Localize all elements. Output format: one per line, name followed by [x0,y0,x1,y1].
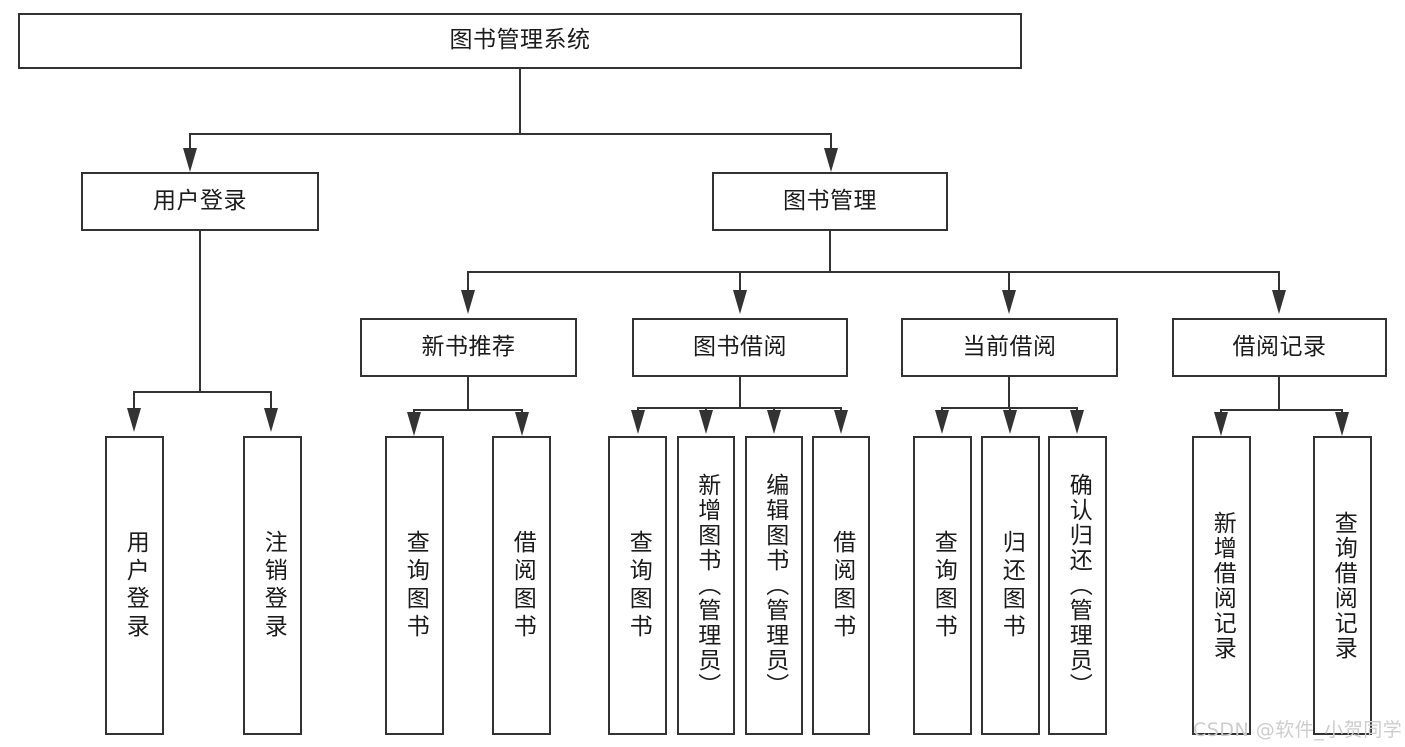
leaf-query-borrow-record[interactable]: 查询借阅记录 [1313,436,1372,735]
node-label: 查询图书 [625,529,652,642]
connector-root-to-user-login [189,133,191,151]
arrow-book-borrow-leaf-4 [834,410,848,434]
arrow-book-manage-to-current-borrow [1002,290,1016,314]
arrow-book-manage-to-borrow-book [733,290,747,314]
node-label: 借阅图书 [509,529,536,642]
arrow-new-book-leaf-1 [407,412,421,436]
arrow-current-borrow-leaf-1 [935,410,949,434]
node-label: 新书推荐 [421,333,516,360]
node-label: 确认归还（管理员） [1065,473,1092,698]
node-label: 当前借阅 [962,333,1057,360]
node-label: 图书借阅 [693,333,787,360]
arrow-current-borrow-leaf-2 [1003,410,1017,434]
node-label: 注销登录 [260,529,287,642]
node-label: 编辑图书（管理员） [761,473,788,698]
connector-book-manage-drop-4 [1278,271,1280,293]
csdn-watermark: CSDN @软件_小贺同学 [1193,719,1403,741]
node-label: 归还图书 [998,529,1025,642]
connector-book-manage-bus [467,271,1280,273]
node-label: 查询图书 [930,529,957,642]
connector-user-login-drop-2 [270,391,272,411]
leaf-query-book-current[interactable]: 查询图书 [913,436,972,735]
connector-user-login-bus [133,391,271,393]
arrow-book-borrow-leaf-2 [699,410,713,434]
arrow-borrow-record-leaf-2 [1335,412,1349,436]
leaf-query-book-new[interactable]: 查询图书 [385,436,444,735]
connector-book-manage-drop-3 [1008,271,1010,293]
node-root-system[interactable]: 图书管理系统 [18,13,1022,69]
arrow-book-borrow-leaf-1 [631,410,645,434]
node-current-borrow[interactable]: 当前借阅 [901,318,1118,377]
connector-user-login-stem [199,231,201,391]
connector-current-borrow-stem [1008,377,1010,407]
leaf-borrow-book-new[interactable]: 借阅图书 [492,436,551,735]
node-label: 新增图书（管理员） [693,473,720,698]
node-label: 查询借阅记录 [1330,510,1357,661]
node-user-login[interactable]: 用户登录 [81,172,319,231]
leaf-query-book-borrow[interactable]: 查询图书 [608,436,667,735]
arrow-book-manage-to-new-book [461,290,475,314]
leaf-logout[interactable]: 注销登录 [243,436,302,735]
node-label: 用户登录 [153,187,247,214]
connector-new-book-stem [467,377,469,409]
arrow-user-login-leaf-2 [264,408,278,432]
arrow-new-book-leaf-2 [515,412,529,436]
leaf-add-book-admin[interactable]: 新增图书（管理员） [677,436,735,735]
leaf-return-book[interactable]: 归还图书 [981,436,1040,735]
arrow-current-borrow-leaf-3 [1070,410,1084,434]
arrow-book-manage-to-borrow-record [1272,290,1286,314]
leaf-edit-book-admin[interactable]: 编辑图书（管理员） [745,436,803,735]
arrow-borrow-record-leaf-1 [1214,412,1228,436]
connector-book-borrow-stem [739,377,741,407]
connector-borrow-record-stem [1278,377,1280,409]
connector-book-borrow-bus [637,407,841,409]
connector-book-manage-drop-2 [739,271,741,293]
node-label: 查询图书 [402,529,429,642]
arrow-root-to-user-login [183,148,197,172]
connector-root-bus [189,133,832,135]
leaf-add-borrow-record[interactable]: 新增借阅记录 [1192,436,1251,735]
arrow-root-to-book-manage [824,148,838,172]
connector-book-manage-stem [829,231,831,271]
arrow-book-borrow-leaf-3 [767,410,781,434]
connector-user-login-drop-1 [133,391,135,411]
connector-book-manage-drop-1 [467,271,469,293]
connector-borrow-record-bus [1220,409,1343,411]
node-book-borrow[interactable]: 图书借阅 [632,318,848,377]
node-label: 借阅记录 [1232,333,1327,360]
node-label: 图书管理系统 [449,27,591,54]
connector-root-stem [519,69,521,133]
connector-new-book-bus [413,409,523,411]
node-new-book-recommend[interactable]: 新书推荐 [360,318,577,377]
node-book-manage[interactable]: 图书管理 [712,172,948,231]
arrow-user-login-leaf-1 [127,408,141,432]
node-label: 借阅图书 [828,529,855,642]
leaf-user-login[interactable]: 用户登录 [105,436,164,735]
node-borrow-record[interactable]: 借阅记录 [1172,318,1387,377]
leaf-borrow-book[interactable]: 借阅图书 [812,436,870,735]
node-label: 图书管理 [783,187,877,214]
leaf-confirm-return-admin[interactable]: 确认归还（管理员） [1048,436,1107,735]
node-label: 新增借阅记录 [1209,510,1236,661]
node-label: 用户登录 [122,529,149,642]
connector-root-to-book-manage [830,133,832,151]
